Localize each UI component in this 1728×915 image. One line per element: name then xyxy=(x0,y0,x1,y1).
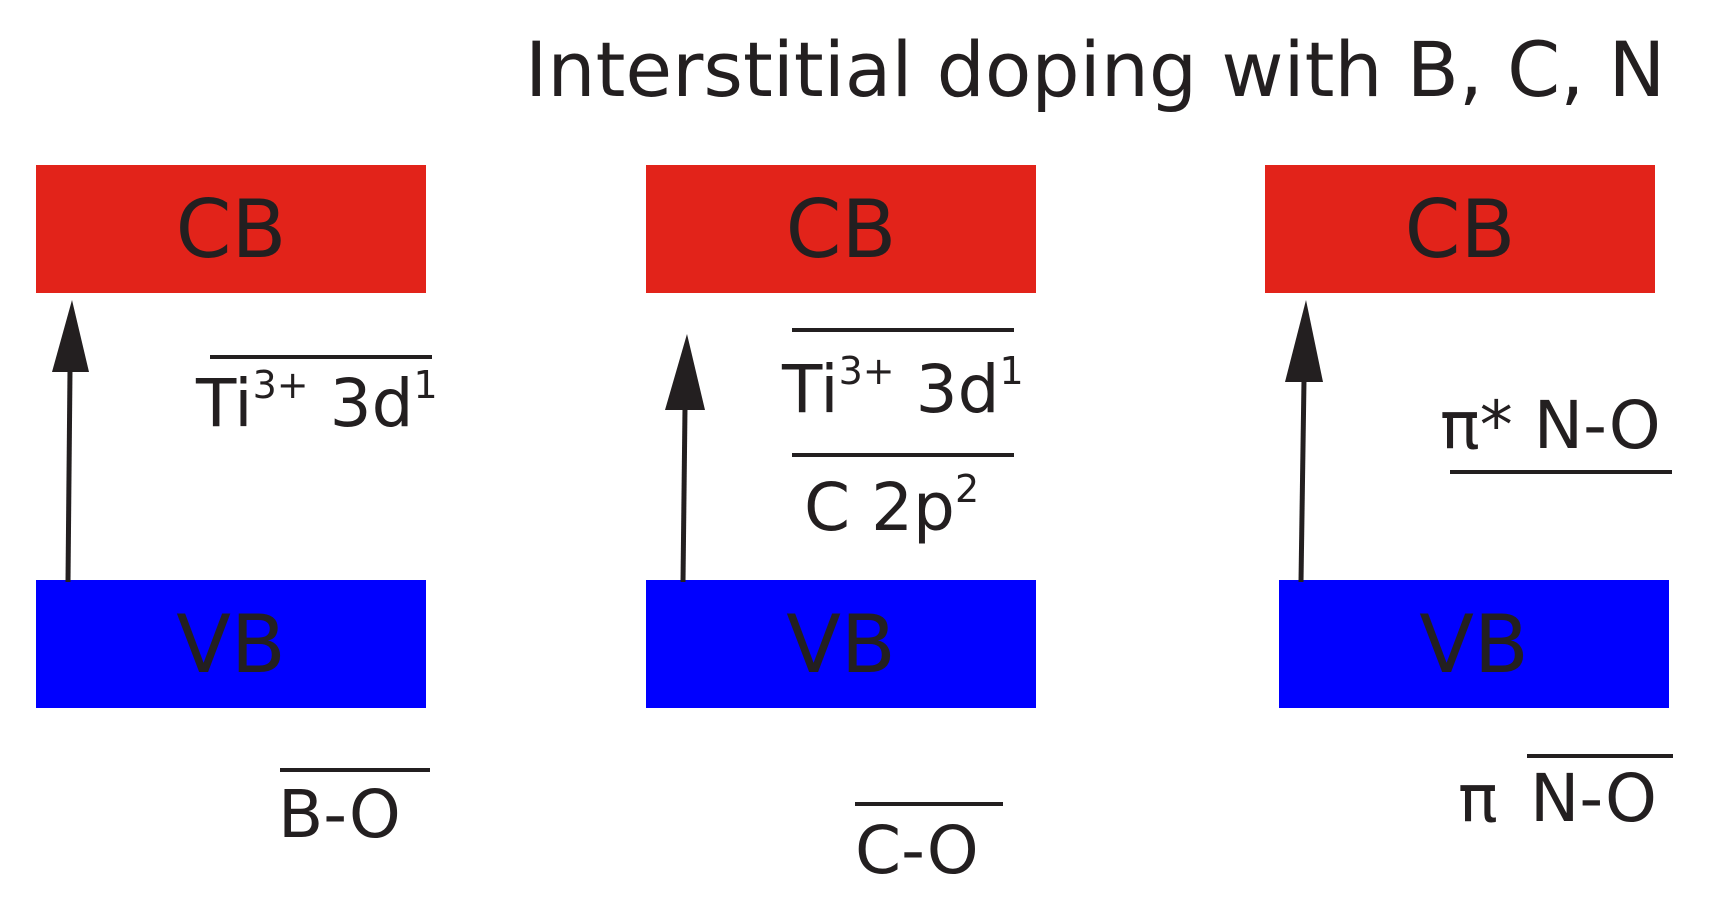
cb-label-2: CB xyxy=(785,182,897,276)
ti-level-line-1 xyxy=(210,355,432,359)
pi-no-line xyxy=(1527,754,1673,758)
arrow-2 xyxy=(665,334,705,583)
pi-no-label: N-O xyxy=(1530,760,1657,837)
arrow-1 xyxy=(52,300,89,583)
c2p-level-line xyxy=(792,453,1014,457)
conduction-band-2: CB xyxy=(646,165,1036,293)
vb-label-3: VB xyxy=(1419,597,1529,691)
ti-level-line-2 xyxy=(792,328,1014,332)
c2p-level-label: C 2p2 xyxy=(804,467,980,546)
arrow-3 xyxy=(1285,300,1323,583)
ti-level-label-2: Ti3+ 3d1 xyxy=(782,349,1024,428)
cb-label-3: CB xyxy=(1404,182,1516,276)
valence-band-3: VB xyxy=(1279,580,1669,708)
co-level-label: C-O xyxy=(855,812,979,889)
ti-level-label-1: Ti3+ 3d1 xyxy=(196,363,438,442)
bo-level-line xyxy=(280,768,430,772)
pi-prefix-label: π xyxy=(1458,760,1498,837)
conduction-band-3: CB xyxy=(1265,165,1655,293)
co-level-line xyxy=(855,802,1003,806)
diagram-title: Interstitial doping with B, C, N xyxy=(525,25,1666,114)
bo-level-label: B-O xyxy=(278,776,401,853)
pi-star-no-line xyxy=(1450,470,1672,474)
cb-label-1: CB xyxy=(175,182,287,276)
conduction-band-1: CB xyxy=(36,165,426,293)
valence-band-2: VB xyxy=(646,580,1036,708)
vb-label-2: VB xyxy=(786,597,896,691)
vb-label-1: VB xyxy=(176,597,286,691)
pi-star-no-label: π* N-O xyxy=(1440,387,1661,464)
valence-band-1: VB xyxy=(36,580,426,708)
